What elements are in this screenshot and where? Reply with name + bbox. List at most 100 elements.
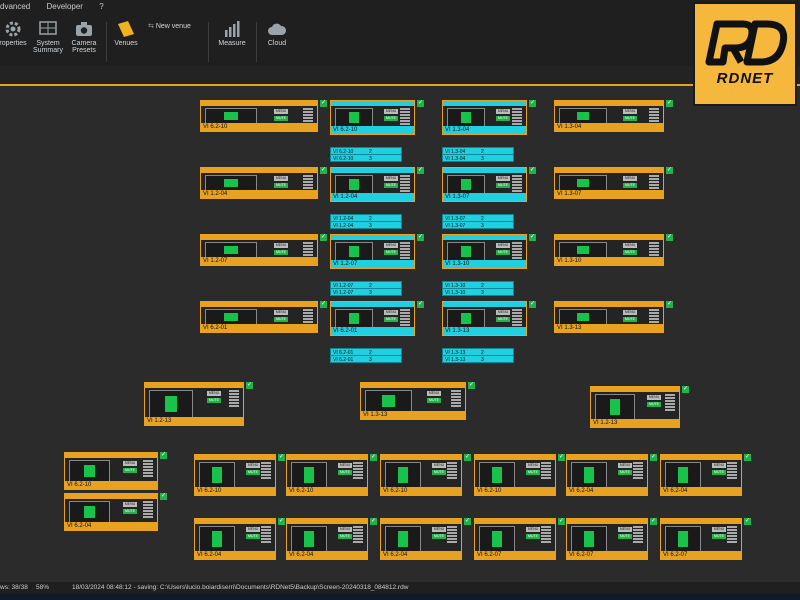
menu-button[interactable]: MENU bbox=[623, 176, 637, 181]
mute-button[interactable]: MUTE bbox=[496, 317, 510, 322]
camera-presets-button[interactable]: Camera Presets bbox=[68, 20, 100, 54]
mute-button[interactable]: MUTE bbox=[496, 250, 510, 255]
menu-button[interactable]: MENU bbox=[384, 243, 398, 248]
mute-button[interactable]: MUTE bbox=[274, 317, 288, 322]
mute-button[interactable]: MUTE bbox=[274, 250, 288, 255]
mute-button[interactable]: MUTE bbox=[623, 116, 637, 121]
mute-button[interactable]: MUTE bbox=[496, 183, 510, 188]
menu-button[interactable]: MENU bbox=[432, 463, 446, 468]
mute-button[interactable]: MUTE bbox=[526, 534, 540, 539]
menu-button[interactable]: MENU bbox=[496, 109, 510, 114]
mute-button[interactable]: MUTE bbox=[274, 116, 288, 121]
mute-button[interactable]: MUTE bbox=[246, 534, 260, 539]
mute-button[interactable]: MUTE bbox=[123, 468, 137, 473]
menu-button[interactable]: MENU bbox=[623, 310, 637, 315]
mute-button[interactable]: MUTE bbox=[712, 534, 726, 539]
mute-button[interactable]: MUTE bbox=[526, 470, 540, 475]
mute-button[interactable]: MUTE bbox=[338, 534, 352, 539]
menu-button[interactable]: MENU bbox=[526, 463, 540, 468]
mute-button[interactable]: MUTE bbox=[384, 317, 398, 322]
menu-button[interactable]: MENU bbox=[338, 527, 352, 532]
menu-button[interactable]: MENU bbox=[274, 176, 288, 181]
menu-help[interactable]: ? bbox=[99, 2, 104, 11]
menu-advanced[interactable]: dvanced bbox=[0, 2, 31, 11]
mute-button[interactable]: MUTE bbox=[647, 402, 661, 407]
mute-button[interactable]: MUTE bbox=[123, 509, 137, 514]
mute-button[interactable]: MUTE bbox=[384, 116, 398, 121]
mute-button[interactable]: MUTE bbox=[384, 250, 398, 255]
mute-button[interactable]: MUTE bbox=[207, 398, 221, 403]
mute-button[interactable]: MUTE bbox=[623, 250, 637, 255]
properties-button[interactable]: roperties bbox=[0, 20, 30, 47]
menu-button[interactable]: MENU bbox=[246, 527, 260, 532]
menu-button[interactable]: MENU bbox=[618, 463, 632, 468]
menu-button[interactable]: MENU bbox=[427, 391, 441, 396]
mute-button[interactable]: MUTE bbox=[623, 183, 637, 188]
menu-button[interactable]: MENU bbox=[338, 463, 352, 468]
mute-button[interactable]: MUTE bbox=[274, 183, 288, 188]
new-venue-button[interactable]: ⇆ New venue bbox=[148, 22, 200, 30]
venues-button[interactable]: Venues bbox=[110, 20, 142, 47]
system-summary-button[interactable]: System Summary bbox=[30, 20, 66, 54]
menu-button[interactable]: MENU bbox=[274, 243, 288, 248]
mute-button[interactable]: MUTE bbox=[432, 534, 446, 539]
mute-button[interactable]: MUTE bbox=[338, 470, 352, 475]
menu-button[interactable]: MENU bbox=[246, 463, 260, 468]
menu-button[interactable]: MENU bbox=[623, 109, 637, 114]
menu-button[interactable]: MENU bbox=[384, 109, 398, 114]
menu-developer[interactable]: Developer bbox=[46, 2, 83, 11]
mute-button[interactable]: MUTE bbox=[712, 470, 726, 475]
menu-button[interactable]: MENU bbox=[274, 109, 288, 114]
mute-button[interactable]: MUTE bbox=[618, 534, 632, 539]
menu-button[interactable]: MENU bbox=[123, 461, 137, 466]
menu-button[interactable]: MENU bbox=[496, 310, 510, 315]
menu-button[interactable]: MENU bbox=[384, 310, 398, 315]
cloud-button[interactable]: Cloud bbox=[262, 20, 292, 47]
menu-button[interactable]: MENU bbox=[623, 243, 637, 248]
menu-button[interactable]: MENU bbox=[274, 310, 288, 315]
menu-button[interactable]: MENU bbox=[496, 243, 510, 248]
menu-button[interactable]: MENU bbox=[712, 527, 726, 532]
mute-button[interactable]: MUTE bbox=[384, 183, 398, 188]
measure-button[interactable]: Measure bbox=[214, 20, 250, 47]
menu-button[interactable]: MENU bbox=[384, 176, 398, 181]
menu-button[interactable]: MENU bbox=[618, 527, 632, 532]
mute-button[interactable]: MUTE bbox=[618, 470, 632, 475]
menu-button[interactable]: MENU bbox=[123, 502, 137, 507]
menu-button[interactable]: MENU bbox=[496, 176, 510, 181]
